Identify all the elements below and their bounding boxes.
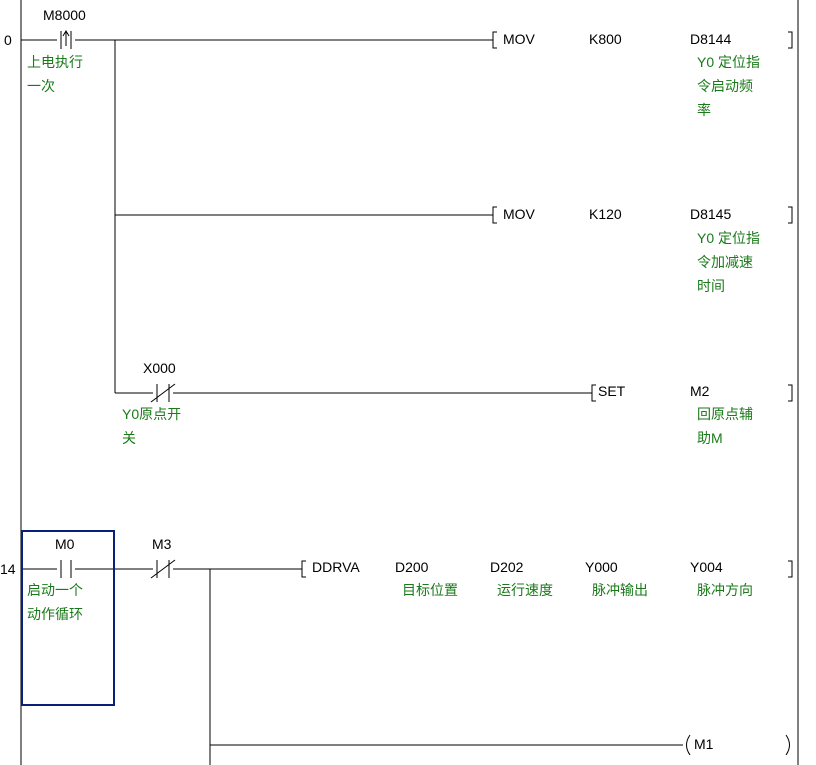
instruction-operand[interactable]: Y000 <box>585 559 618 575</box>
cursor-selection-box <box>21 530 115 706</box>
device-comment: 运行速度 <box>497 582 553 598</box>
device-comment: 上电执行 一次 <box>27 54 83 94</box>
instruction-mnemonic[interactable]: MOV <box>503 31 535 47</box>
device-comment: Y0 定位指 令加减速 时间 <box>697 230 761 294</box>
device-comment: Y0原点开 关 <box>122 406 182 446</box>
instruction-operand[interactable]: K800 <box>589 31 622 47</box>
instruction-operand[interactable]: D200 <box>395 559 429 575</box>
device-comment: 目标位置 <box>402 582 458 598</box>
instruction-operand[interactable]: D8144 <box>690 31 732 47</box>
contact-label[interactable]: M3 <box>152 536 172 552</box>
instruction-operand[interactable]: K120 <box>589 206 622 222</box>
instruction-mnemonic[interactable]: SET <box>598 383 626 399</box>
coil-m1-left-arc <box>686 734 691 756</box>
device-comment: 脉冲方向 <box>697 582 753 598</box>
device-comment: 回原点辅 助M <box>697 406 753 446</box>
instruction-operand[interactable]: M2 <box>690 383 710 399</box>
coil-label[interactable]: M1 <box>694 736 714 752</box>
device-comment: 脉冲输出 <box>592 582 648 598</box>
contact-label[interactable]: X000 <box>143 360 176 376</box>
instruction-operand[interactable]: Y004 <box>690 559 723 575</box>
instruction-mnemonic[interactable]: DDRVA <box>312 559 360 575</box>
device-comment: 启动一个 动作循环 <box>27 582 83 622</box>
step-number: 0 <box>4 32 12 48</box>
instruction-mnemonic[interactable]: MOV <box>503 206 535 222</box>
contact-label[interactable]: M0 <box>55 536 75 552</box>
coil-m1-right-arc <box>785 734 790 756</box>
instruction-operand[interactable]: D8145 <box>690 206 732 222</box>
step-number: 14 <box>0 561 16 577</box>
device-comment: Y0 定位指 令启动频 率 <box>697 54 761 118</box>
instruction-operand[interactable]: D202 <box>490 559 524 575</box>
contact-label[interactable]: M8000 <box>43 7 86 23</box>
